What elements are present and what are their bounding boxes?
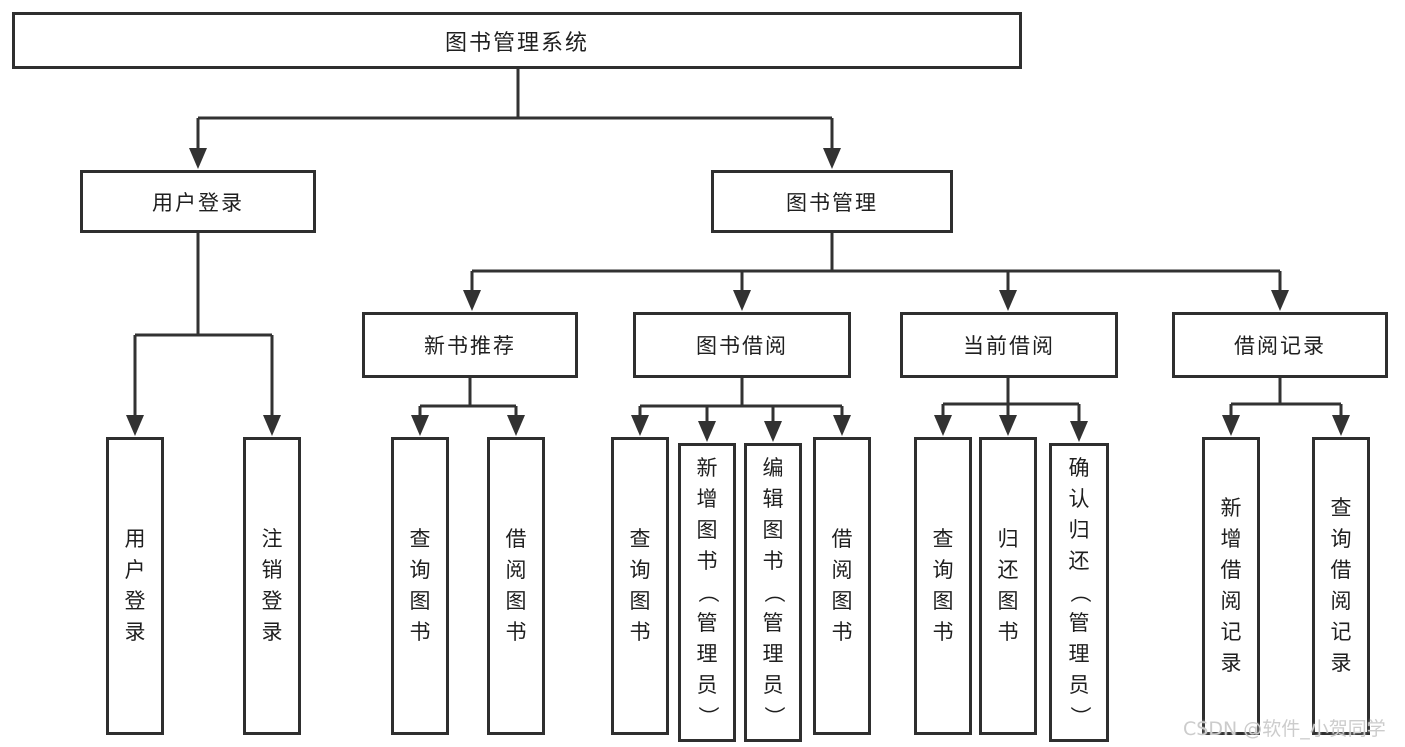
arrowhead bbox=[733, 290, 751, 311]
node-system-root: 图书管理系统 bbox=[12, 12, 1022, 69]
leaf-borrow-books-borrowing: 借阅图书 bbox=[813, 437, 871, 735]
arrowhead bbox=[1271, 290, 1289, 311]
leaf-edit-book-admin: 编辑图书（管理员） bbox=[744, 443, 802, 742]
leaf-user-login: 用户登录 bbox=[106, 437, 164, 735]
connector-book-management-split bbox=[463, 233, 1289, 311]
arrowhead bbox=[126, 415, 144, 436]
arrowhead bbox=[1222, 415, 1240, 436]
node-label: 用户登录 bbox=[152, 190, 244, 215]
connector-user-login-split bbox=[126, 233, 281, 436]
arrowhead bbox=[1070, 421, 1088, 442]
node-label: 新书推荐 bbox=[424, 334, 516, 358]
node-label: 图书借阅 bbox=[696, 334, 788, 358]
node-label: 查询图书 bbox=[629, 527, 651, 644]
node-label: 当前借阅 bbox=[963, 334, 1055, 358]
leaf-query-books-recommend: 查询图书 bbox=[391, 437, 449, 735]
leaf-return-books: 归还图书 bbox=[979, 437, 1037, 735]
arrowhead bbox=[833, 415, 851, 436]
leaf-logout: 注销登录 bbox=[243, 437, 301, 735]
node-new-book-recommendation: 新书推荐 bbox=[362, 312, 578, 378]
node-label: 注销登录 bbox=[261, 527, 283, 644]
leaf-add-borrow-record: 新增借阅记录 bbox=[1202, 437, 1260, 735]
node-label: 查询借阅记录 bbox=[1330, 496, 1352, 675]
connector-borrowing-records-split bbox=[1222, 378, 1350, 436]
node-current-borrowing: 当前借阅 bbox=[900, 312, 1118, 378]
node-book-management: 图书管理 bbox=[711, 170, 953, 233]
node-label: 图书管理 bbox=[786, 190, 878, 215]
leaf-query-borrow-record: 查询借阅记录 bbox=[1312, 437, 1370, 735]
arrowhead bbox=[823, 148, 841, 169]
leaf-confirm-return-admin: 确认归还（管理员） bbox=[1049, 443, 1109, 742]
arrowhead bbox=[698, 421, 716, 442]
arrowhead bbox=[463, 290, 481, 311]
arrowhead bbox=[263, 415, 281, 436]
connector-current-borrowing-split bbox=[934, 378, 1088, 442]
node-label: 用户登录 bbox=[124, 527, 146, 644]
arrowhead bbox=[631, 415, 649, 436]
node-label: 归还图书 bbox=[997, 527, 1019, 644]
node-label: 查询图书 bbox=[932, 527, 954, 644]
node-user-login: 用户登录 bbox=[80, 170, 316, 233]
connector-book-borrowing-split bbox=[631, 378, 851, 442]
arrowhead bbox=[507, 415, 525, 436]
connector-new-book-split bbox=[411, 378, 525, 436]
node-book-borrowing: 图书借阅 bbox=[633, 312, 851, 378]
node-label: 编辑图书（管理员） bbox=[761, 456, 786, 727]
node-label: 新增借阅记录 bbox=[1220, 496, 1242, 675]
node-label: 新增图书（管理员） bbox=[695, 456, 720, 727]
arrowhead bbox=[1332, 415, 1350, 436]
arrowhead bbox=[764, 421, 782, 442]
leaf-add-book-admin: 新增图书（管理员） bbox=[678, 443, 736, 742]
node-borrowing-records: 借阅记录 bbox=[1172, 312, 1388, 378]
arrowhead bbox=[999, 415, 1017, 436]
arrowhead bbox=[934, 415, 952, 436]
arrowhead bbox=[189, 148, 207, 169]
node-label: 确认归还（管理员） bbox=[1067, 456, 1092, 727]
node-label: 查询图书 bbox=[409, 527, 431, 644]
watermark: CSDN @软件_小贺同学 bbox=[1183, 718, 1386, 740]
node-label: 借阅记录 bbox=[1234, 334, 1326, 358]
leaf-query-books-current: 查询图书 bbox=[914, 437, 972, 735]
leaf-borrow-books-recommend: 借阅图书 bbox=[487, 437, 545, 735]
node-label: 借阅图书 bbox=[831, 527, 853, 644]
node-label: 借阅图书 bbox=[505, 527, 527, 644]
leaf-query-books-borrowing: 查询图书 bbox=[611, 437, 669, 735]
arrowhead bbox=[411, 415, 429, 436]
connector-root-split bbox=[189, 69, 841, 169]
arrowhead bbox=[999, 290, 1017, 311]
node-label: 图书管理系统 bbox=[444, 30, 589, 56]
